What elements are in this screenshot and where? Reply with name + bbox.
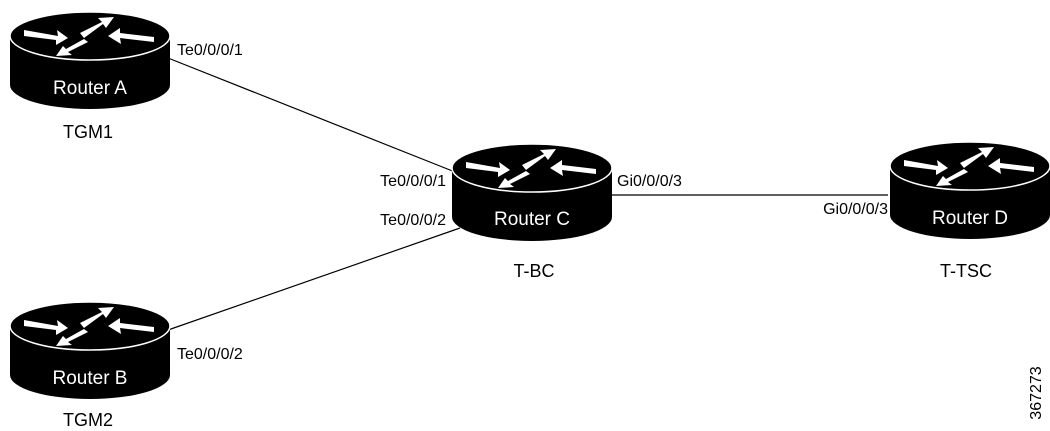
router-name: Router A bbox=[53, 78, 127, 99]
router-role: TGM2 bbox=[63, 410, 113, 430]
link-b-c bbox=[167, 227, 461, 331]
router-name: Router C bbox=[494, 209, 570, 230]
link-a-c bbox=[167, 57, 456, 173]
router-name: Router B bbox=[53, 368, 128, 389]
port-label-b-te0-0-0-2: Te0/0/0/2 bbox=[177, 346, 243, 363]
router-a: Router A TGM1 bbox=[9, 11, 171, 142]
router-c: Router C T-BC bbox=[451, 143, 613, 281]
port-label-c-te0-0-0-1: Te0/0/0/1 bbox=[380, 173, 446, 190]
router-role: T-BC bbox=[513, 261, 554, 281]
port-label-d-gi0-0-0-3: Gi0/0/0/3 bbox=[823, 201, 888, 218]
router-role: T-TSC bbox=[940, 261, 992, 281]
port-label-c-te0-0-0-2: Te0/0/0/2 bbox=[380, 212, 446, 229]
router-d: Router D T-TSC bbox=[889, 141, 1050, 281]
router-name: Router D bbox=[932, 208, 1008, 229]
port-label-c-gi0-0-0-3: Gi0/0/0/3 bbox=[617, 173, 682, 190]
router-b: Router B TGM2 bbox=[9, 301, 171, 430]
figure-id: 367273 bbox=[1028, 366, 1045, 419]
router-role: TGM1 bbox=[63, 122, 113, 142]
port-label-a-te0-0-0-1: Te0/0/0/1 bbox=[177, 42, 243, 59]
